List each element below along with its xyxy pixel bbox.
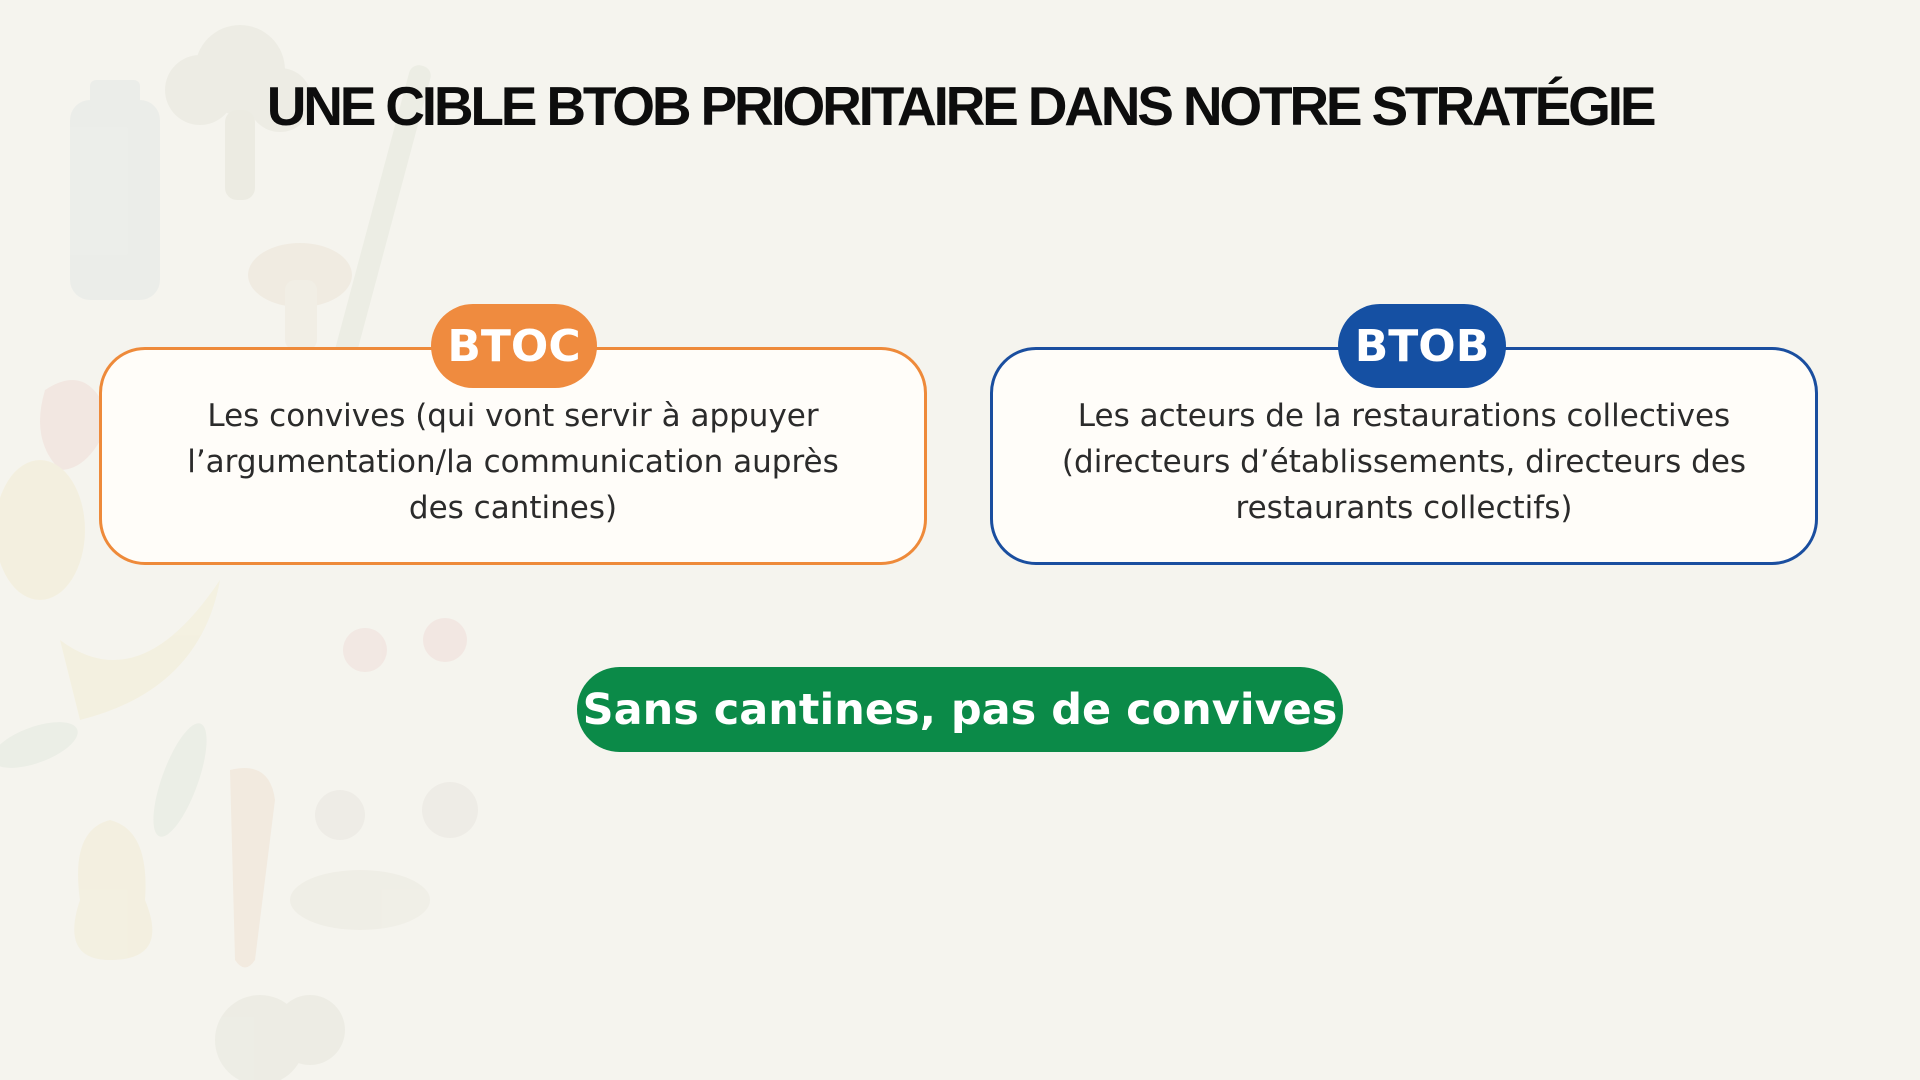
vegetable-background-illustration [0, 25, 478, 1080]
btoc-badge: BTOC [431, 304, 597, 388]
btoc-description: Les convives (qui vont servir à appuyer … [187, 398, 839, 526]
tagline-banner: Sans cantines, pas de convives [577, 667, 1343, 752]
slide-title: UNE CIBLE BTOB PRIORITAIRE DANS NOTRE ST… [266, 75, 1657, 137]
btob-badge: BTOB [1338, 304, 1506, 388]
btob-description: Les acteurs de la restaurations collecti… [1061, 398, 1747, 526]
